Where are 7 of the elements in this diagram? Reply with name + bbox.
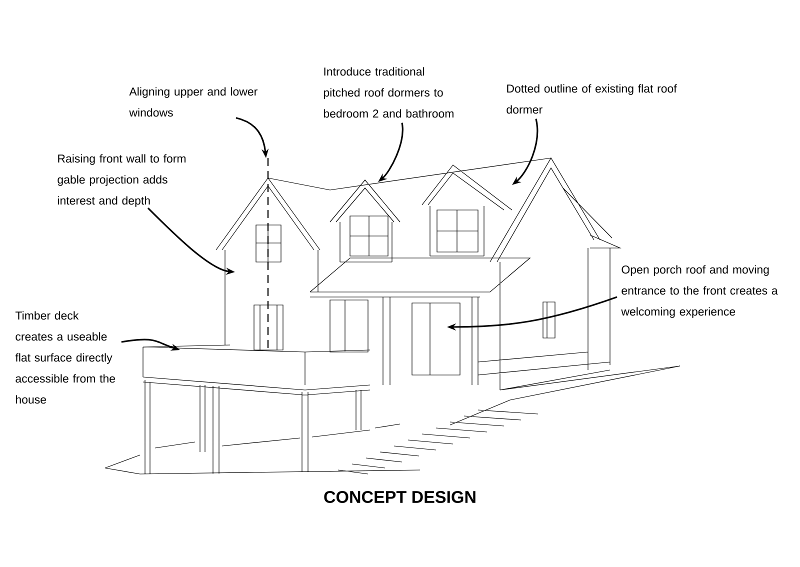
caption: CONCEPT DESIGN xyxy=(324,490,476,504)
annotation-text: Open porch roof and moving entrance to the front creates a welcoming experience xyxy=(621,265,778,318)
annotation-text: Raising front wall to form gable projection adds interest and depth xyxy=(58,154,186,207)
annotation-text: Aligning upper and lower windows xyxy=(129,87,258,117)
annotation-text: Dotted outline of existing flat roof dormer xyxy=(506,84,677,114)
annotation-text: Timber deck creates a useable flat surface directly accessible from the house xyxy=(15,311,116,404)
annotation-text: Introduce traditional pitched roof dormers to bedroom 2 and bathroom xyxy=(324,67,454,118)
